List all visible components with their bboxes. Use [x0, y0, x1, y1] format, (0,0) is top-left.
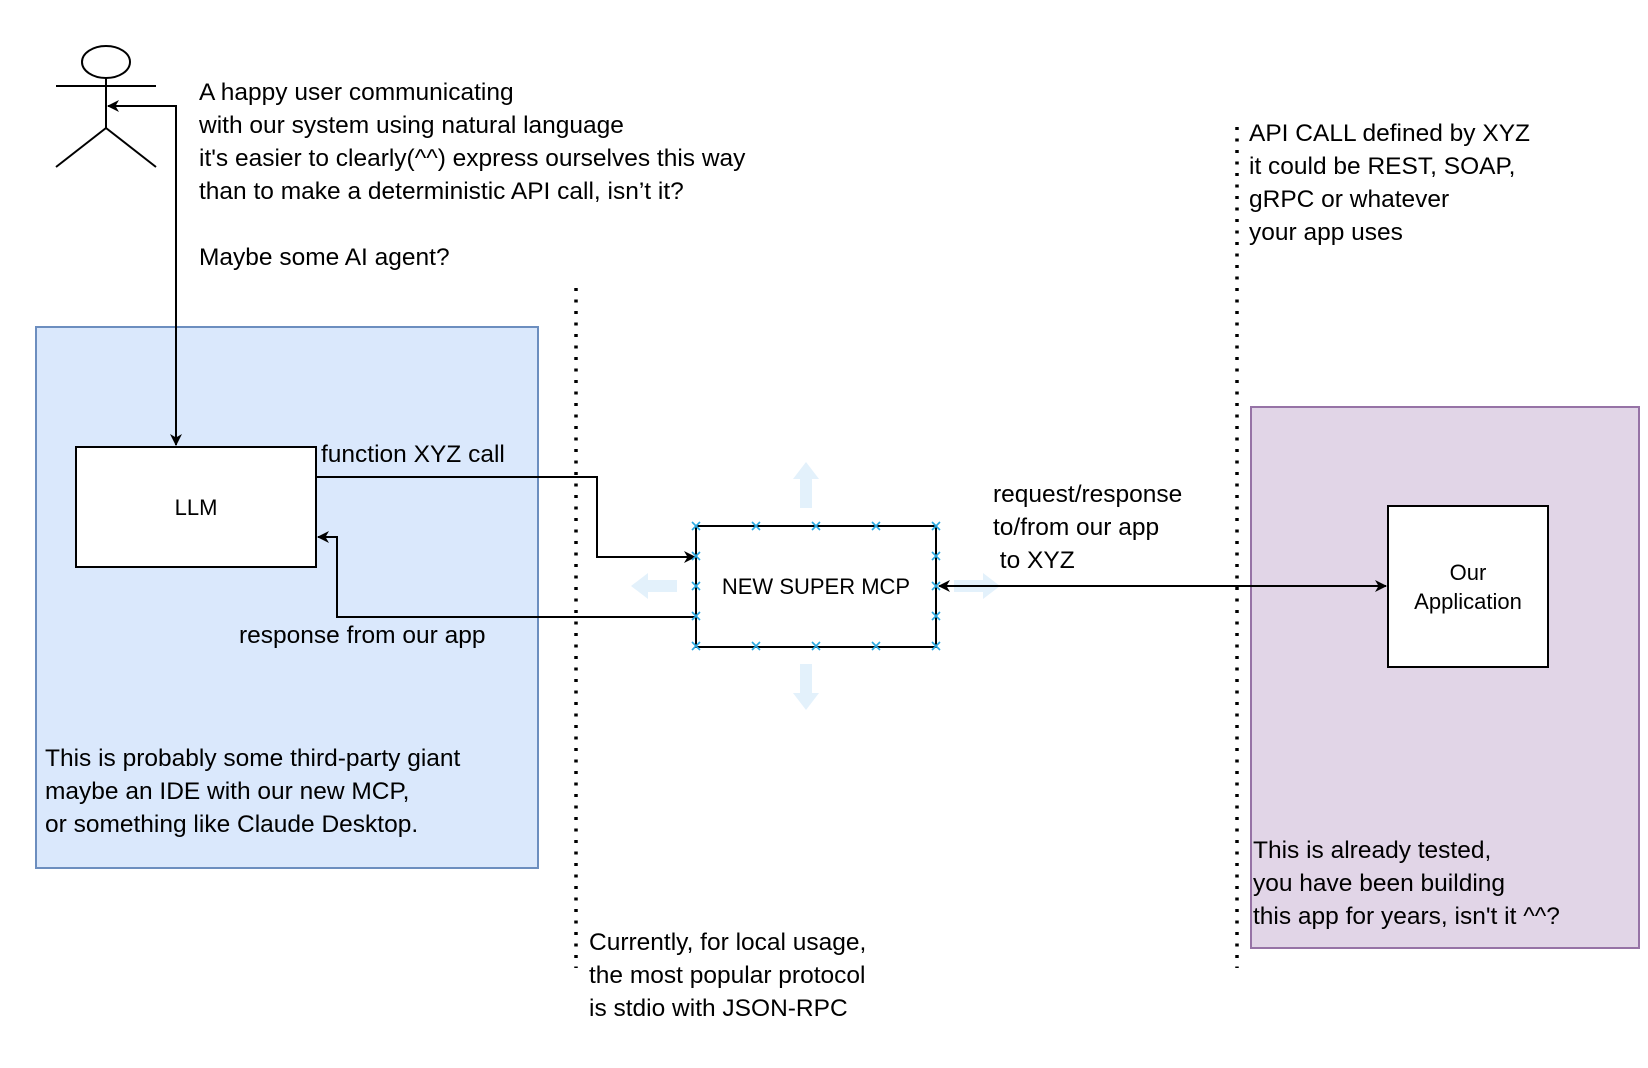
connection-point-icon[interactable]	[931, 611, 941, 621]
application-label: Our Application	[1414, 559, 1522, 614]
connection-point-icon[interactable]	[931, 551, 941, 561]
application-box[interactable]	[1387, 505, 1549, 668]
function-call-label: function XYZ call	[321, 441, 505, 468]
move-left-arrow-icon	[631, 573, 677, 599]
response-label: response from our app	[239, 622, 486, 649]
connection-point-icon[interactable]	[691, 551, 701, 561]
user-note: A happy user communicating with our syst…	[199, 79, 746, 271]
connection-point-icon[interactable]	[871, 521, 881, 531]
connection-point-icon[interactable]	[691, 521, 701, 531]
function-call-connector[interactable]	[316, 476, 696, 563]
connection-point-icon[interactable]	[691, 581, 701, 591]
connection-point-icon[interactable]	[931, 521, 941, 531]
move-down-arrow-icon	[793, 664, 819, 710]
api-call-note: API CALL defined by XYZ it could be REST…	[1249, 120, 1530, 246]
connection-point-icon[interactable]	[751, 521, 761, 531]
llm-label: LLM	[174, 494, 218, 520]
connection-points[interactable]	[691, 521, 941, 651]
user-llm-connector[interactable]	[107, 100, 182, 446]
connection-point-icon[interactable]	[691, 641, 701, 651]
move-up-arrow-icon	[793, 462, 819, 508]
response-connector[interactable]	[317, 531, 696, 618]
connection-point-icon[interactable]	[691, 611, 701, 621]
app-container[interactable]	[1250, 406, 1640, 949]
llm-box[interactable]	[75, 446, 317, 568]
connection-point-icon[interactable]	[811, 641, 821, 651]
host-note: This is probably some third-party giant …	[45, 745, 461, 838]
app-note: This is already tested, you have been bu…	[1253, 837, 1560, 930]
protocol-note: Currently, for local usage, the most pop…	[589, 929, 867, 1022]
connection-point-icon[interactable]	[751, 641, 761, 651]
request-response-label: request/response to/from our app to XYZ	[993, 481, 1183, 574]
connection-point-icon[interactable]	[871, 641, 881, 651]
connection-point-icon[interactable]	[811, 521, 821, 531]
connection-point-icon[interactable]	[931, 641, 941, 651]
mcp-label: NEW SUPER MCP	[721, 574, 911, 599]
